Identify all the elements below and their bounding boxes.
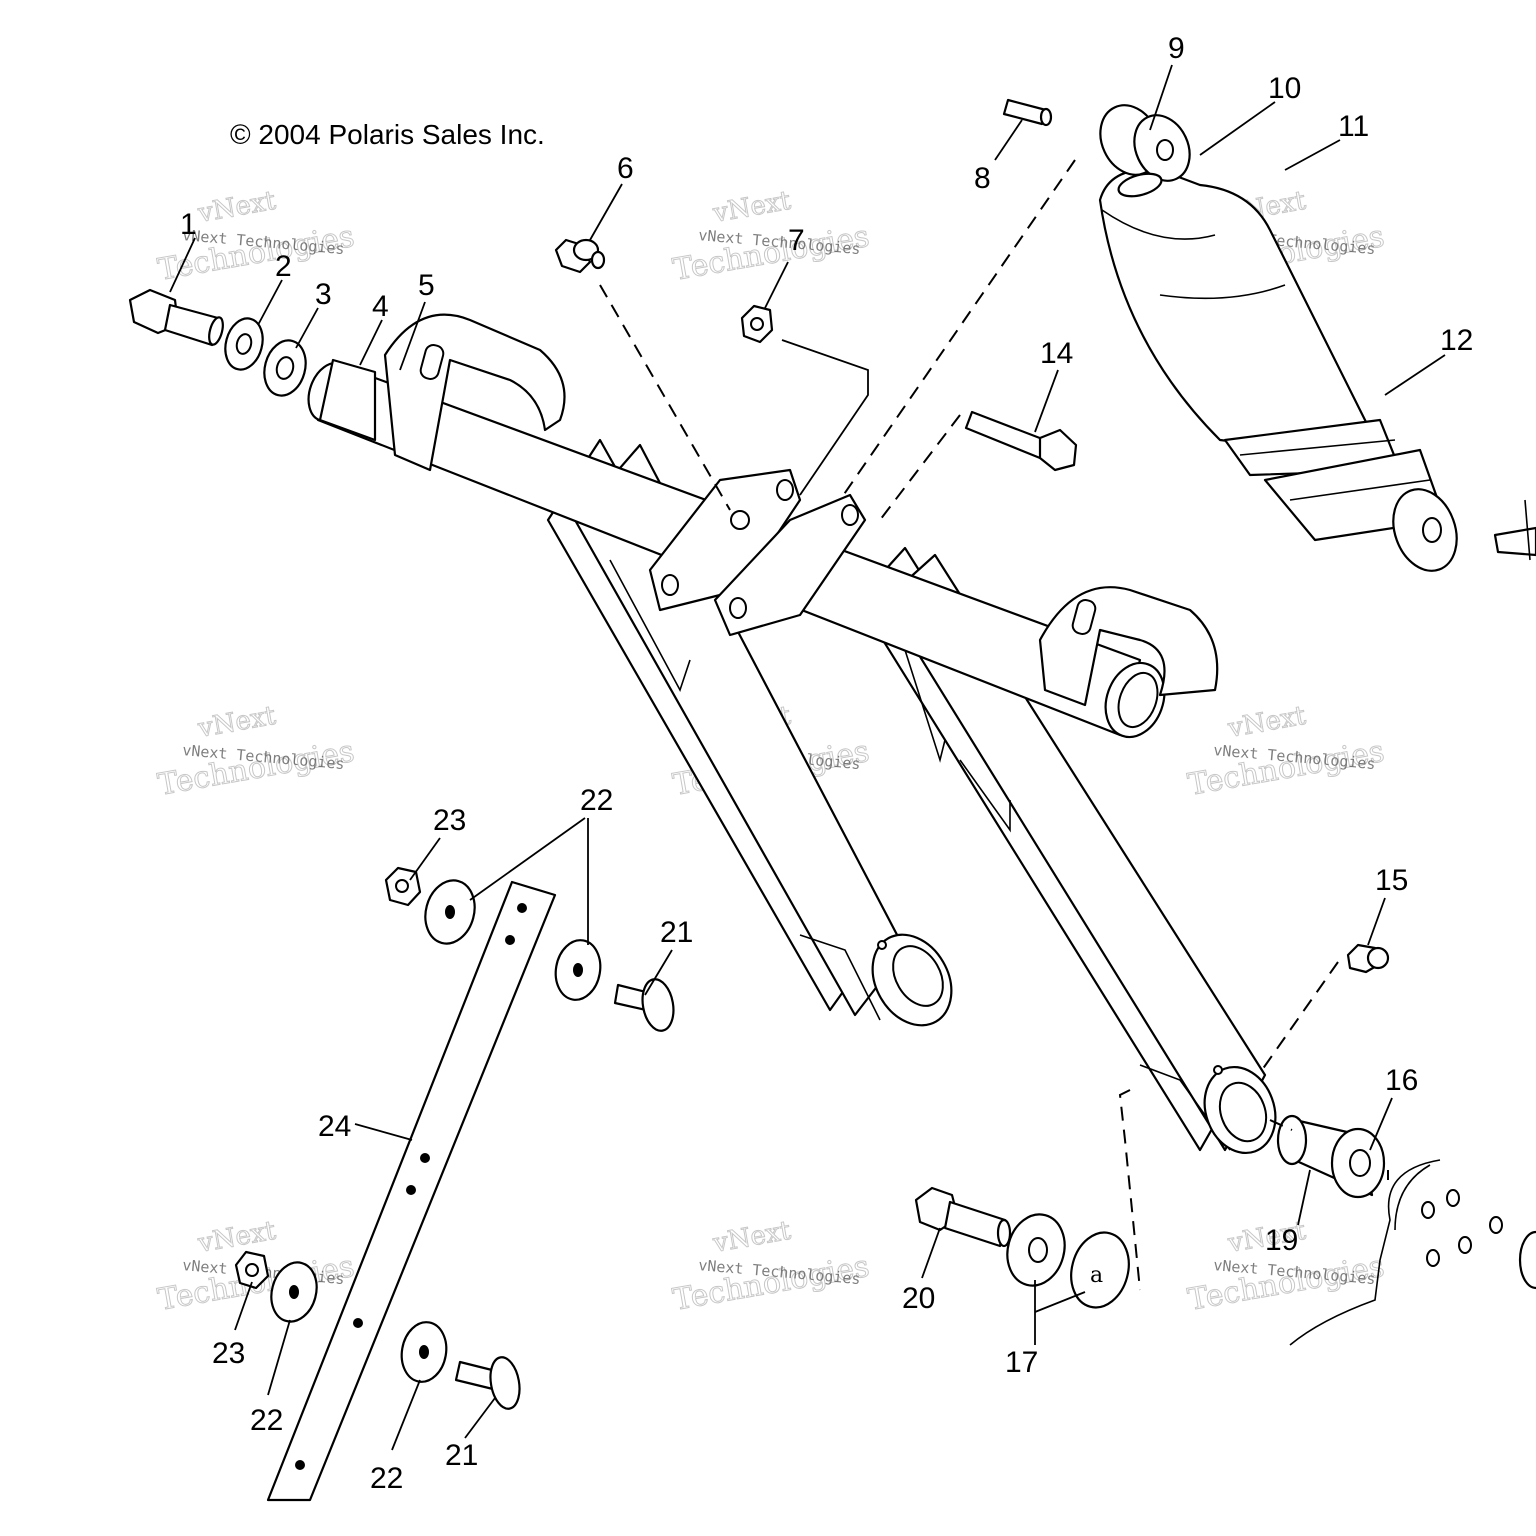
callout-22-lower-b: 22 [370,1462,403,1495]
callout-21-lower: 21 [445,1439,478,1472]
callout-1: 1 [180,208,197,241]
washer-mark: a [1090,1263,1103,1288]
callout-24: 24 [318,1110,351,1143]
callout-8: 8 [974,162,991,195]
right-rear-arm [856,546,1277,1155]
watermark-line1: vNext [710,1216,793,1259]
bolt-20 [914,1186,1012,1248]
watermark-line1: vNext [195,701,278,744]
callout-10: 10 [1268,72,1301,105]
assembly-lines [599,159,1389,1291]
washer-22-lower-b [400,1321,448,1383]
watermark-mid-left: vNext Technologies vNext Technologies [155,700,358,803]
bolt-1 [128,288,224,347]
washer-22-lower-a [270,1261,318,1323]
callout-16: 16 [1385,1064,1418,1097]
washer-3 [263,339,307,397]
callout-labels: 1 2 3 4 5 6 7 8 9 10 11 12 14 15 16 17 1… [180,32,1473,1495]
callout-22-lower-a: 22 [250,1404,283,1437]
strap-24 [266,880,557,1502]
callout-6: 6 [617,152,634,185]
watermark-top-center: vNext Technologies vNext Technologies [670,185,873,288]
callout-20: 20 [902,1282,935,1315]
callout-4: 4 [372,290,389,323]
washer-17b: a [1070,1231,1130,1309]
callout-2: 2 [275,250,292,283]
right-shaft-bracket [1038,586,1219,707]
callout-19: 19 [1265,1224,1298,1257]
callout-3: 3 [315,278,332,311]
callout-15: 15 [1375,864,1408,897]
washer-22-upper-a [424,879,476,945]
copyright-text: © 2004 Polaris Sales Inc. [230,119,545,150]
callout-12: 12 [1440,324,1473,357]
callout-21-upper: 21 [660,916,693,949]
callout-17: 17 [1005,1346,1038,1379]
callout-23-lower: 23 [212,1337,245,1370]
callout-5: 5 [418,269,435,302]
bushing-4 [318,358,377,442]
watermark-line1: vNext [710,186,793,229]
bushing-16 [1276,1114,1386,1199]
callout-11: 11 [1338,110,1369,143]
leader-lines [169,64,1446,1451]
washer-17a [1006,1213,1066,1287]
watermark-mid-right: vNext Technologies vNext Technologies [1185,700,1388,803]
washer-22-upper-b [554,939,602,1001]
rivet-21-upper [613,978,675,1032]
shock-top-eye [1099,104,1191,198]
callout-14: 14 [1040,337,1073,370]
washer-2 [224,317,264,371]
left-shaft-bracket [383,313,566,472]
pin-8 [1002,98,1053,127]
watermark-line1: vNext [1225,701,1308,744]
watermark-line1: vNext [195,1216,278,1259]
callout-23-upper: 23 [433,804,466,837]
nut-23-lower [234,1250,270,1290]
bolt-14 [964,410,1078,472]
rivet-21-lower [454,1356,521,1410]
track-edge [1289,1159,1536,1346]
watermark-bottom-center: vNext Technologies vNext Technologies [670,1215,873,1318]
grease-fitting-6 [554,238,606,274]
callout-7: 7 [788,224,805,257]
callout-22-upper: 22 [580,784,613,817]
shock-absorber [1098,104,1458,572]
nut-7 [740,304,774,344]
watermark-line1: vNext [195,186,278,229]
grease-fitting-15 [1346,943,1390,974]
pin-edge [1493,499,1536,561]
callout-9: 9 [1168,32,1185,65]
center-shock-mount [648,468,867,637]
